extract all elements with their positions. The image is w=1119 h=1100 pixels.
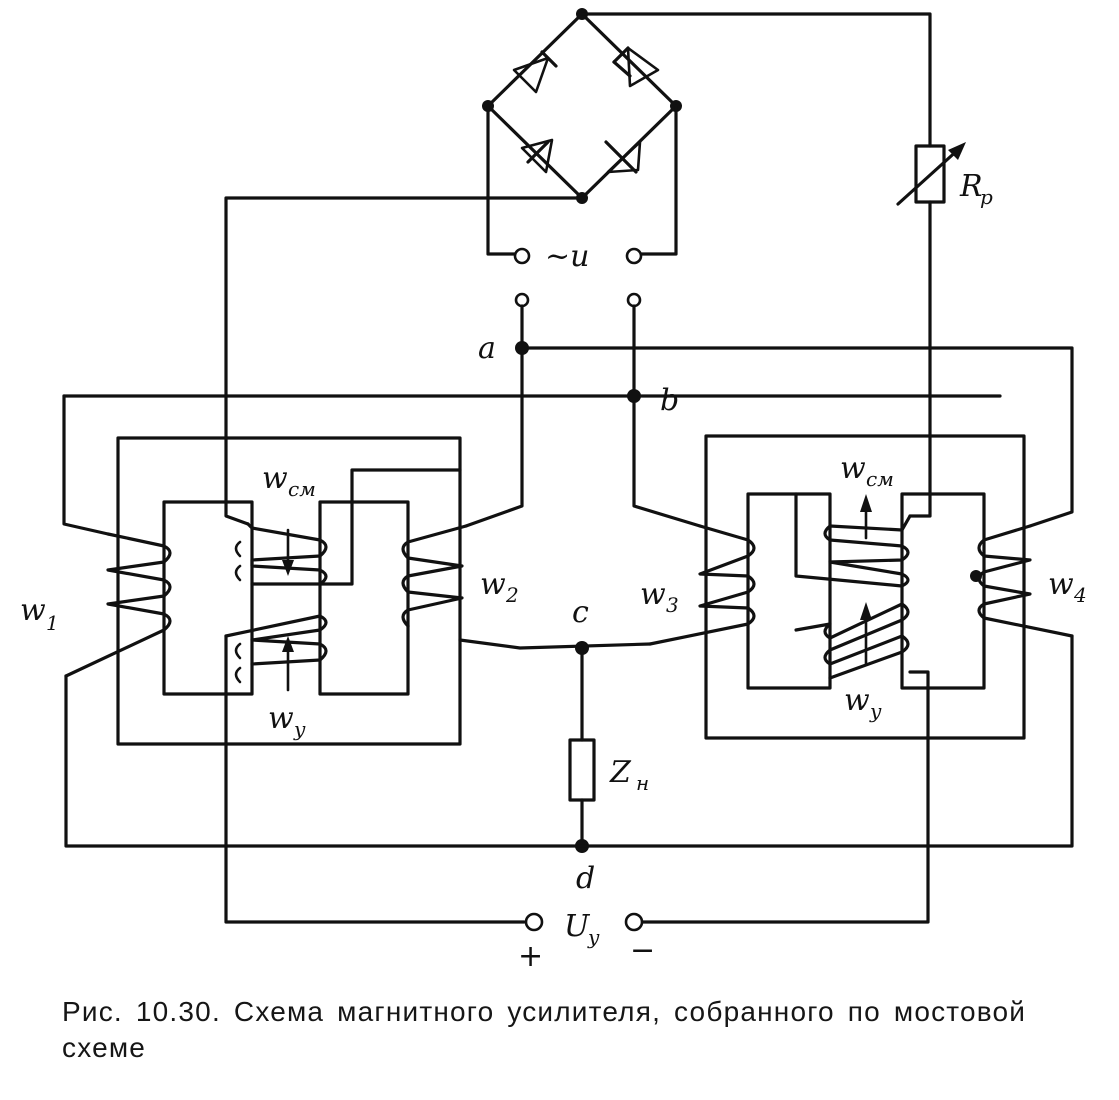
label-zn: Z н [609, 755, 649, 795]
svg-text:см: см [288, 477, 316, 501]
svg-text:w: w [640, 577, 666, 612]
label-minus: − [630, 933, 655, 968]
label-node-c: c [572, 595, 589, 630]
label-uy: U y [564, 909, 600, 949]
magnetic-amplifier-bridge-circuit: ~u R p a b c d w 1 w 2 w 3 w 4 w см w см… [20, 8, 1087, 974]
right-core-outer [704, 434, 1026, 740]
svg-text:3: 3 [666, 593, 679, 617]
winding-w1 [64, 532, 172, 678]
svg-text:4: 4 [1073, 583, 1087, 607]
svg-text:w: w [262, 461, 288, 496]
load-resistor-zn [568, 738, 596, 802]
label-w3: w 3 [640, 577, 679, 617]
ac-source-terminals [513, 247, 643, 398]
svg-text:w: w [840, 451, 866, 486]
svg-text:~u: ~u [545, 239, 589, 274]
right-core-a [746, 492, 832, 690]
winding-w4 [970, 524, 1074, 638]
label-node-b: b [660, 383, 679, 418]
label-node-d: d [576, 861, 595, 896]
variable-resistor-rp [896, 142, 966, 206]
diode-bottom-left [520, 138, 554, 174]
svg-text:w: w [1048, 567, 1074, 602]
label-source: ~u [545, 239, 589, 274]
winding-w3 [648, 524, 756, 646]
svg-text:R: R [959, 169, 983, 204]
label-wy-right: w y [844, 683, 882, 723]
left-core-a [162, 500, 254, 696]
label-w2: w 2 [480, 567, 519, 607]
left-core-outer [116, 436, 462, 746]
svg-text:y: y [869, 699, 882, 723]
svg-text:U: U [564, 909, 591, 944]
label-w4: w 4 [1048, 567, 1087, 607]
label-wcm-right: w см [840, 451, 894, 491]
diode-bottom-right [604, 140, 642, 174]
label-plus: + [518, 939, 543, 974]
diode-bridge [482, 8, 682, 204]
svg-text:Z: Z [609, 755, 632, 790]
label-node-a: a [478, 331, 496, 366]
svg-text:y: y [587, 925, 600, 949]
figure-caption: Рис. 10.30. Схема магнитного усилителя, … [62, 996, 1027, 1063]
svg-text:см: см [866, 467, 894, 491]
label-wcm-left: w см [262, 461, 316, 501]
label-w1: w 1 [20, 593, 59, 635]
svg-text:w: w [844, 683, 870, 718]
svg-text:1: 1 [46, 611, 59, 635]
right-core-b [900, 492, 986, 690]
svg-text:2: 2 [505, 583, 519, 607]
svg-text:н: н [636, 771, 649, 795]
left-core-b [318, 500, 410, 696]
winding-wy-right [794, 602, 910, 680]
diode-top-left [512, 50, 558, 94]
svg-text:y: y [293, 717, 306, 741]
svg-text:w: w [268, 701, 294, 736]
svg-text:p: p [980, 185, 993, 209]
diode-top-right [612, 46, 660, 88]
svg-text:w: w [20, 593, 46, 628]
svg-text:w: w [480, 567, 506, 602]
winding-wcm-right [794, 492, 912, 588]
label-rp: R p [959, 169, 993, 209]
label-wy-left: w y [268, 701, 306, 741]
winding-w2 [401, 524, 468, 628]
winding-wy-left [224, 614, 328, 684]
